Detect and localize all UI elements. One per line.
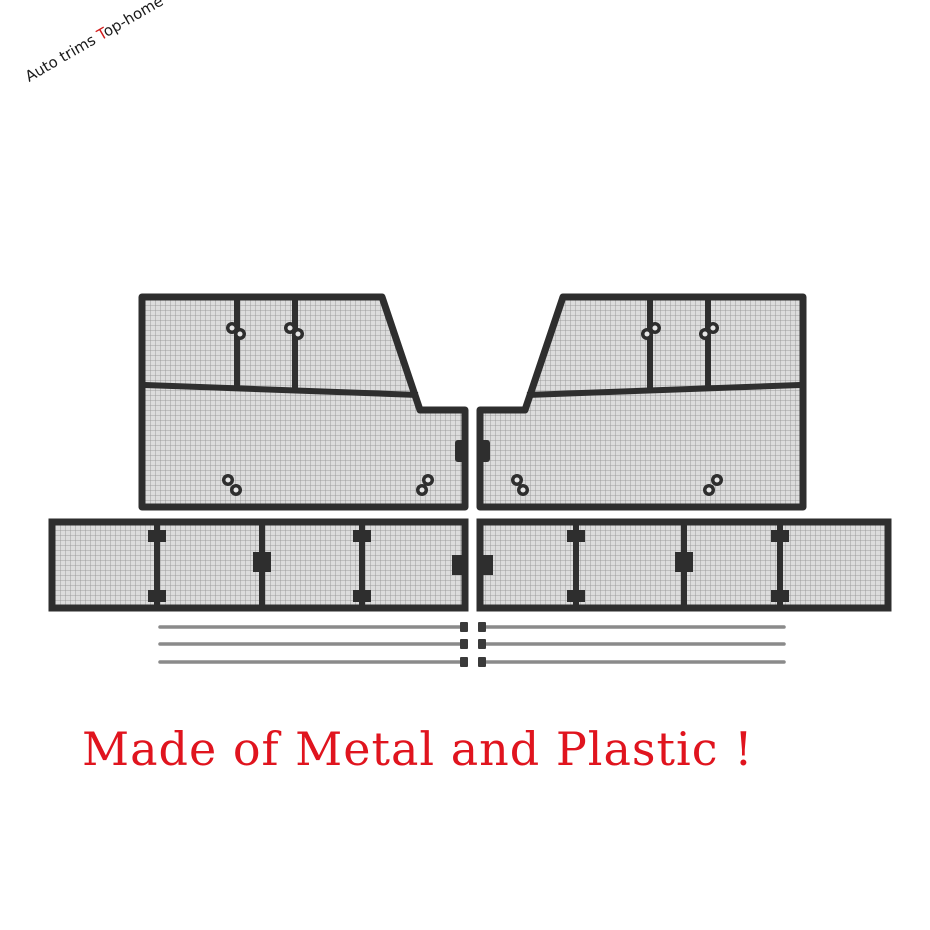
cable-ties xyxy=(158,622,786,667)
upper-right-grille-panel xyxy=(476,293,807,511)
upper-left-grille-panel xyxy=(138,293,469,511)
lower-left-grille-panel xyxy=(48,518,469,612)
lower-right-grille-panel xyxy=(476,518,892,612)
material-caption: Made of Metal and Plastic ! xyxy=(82,722,754,776)
